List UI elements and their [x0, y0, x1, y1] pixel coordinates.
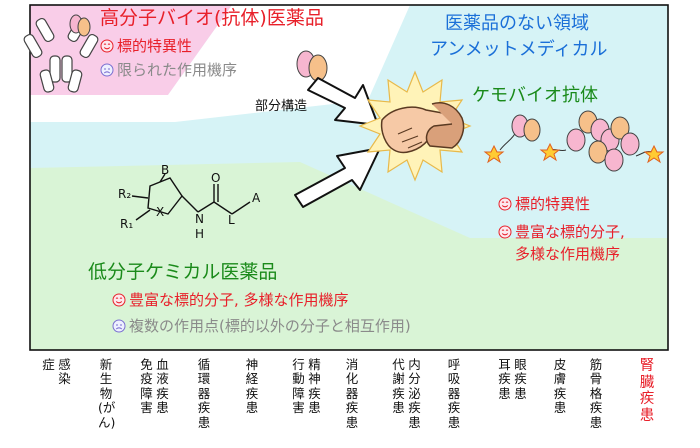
antibody-icon: [23, 17, 99, 93]
chemobio-title: ケモバイオ抗体: [472, 85, 598, 106]
chemobio-pro1-label: 標的特異性: [515, 195, 591, 213]
small-con-label: 複数の作用点(標的以外の分子と相互作用): [129, 317, 411, 335]
partial-structure-label: 部分構造: [255, 99, 308, 114]
atom-label-l: L: [228, 213, 235, 227]
disease-label: 皮膚疾患: [553, 357, 567, 416]
disease-label: 精神疾患行動障害: [292, 357, 321, 416]
atom-label-o: O: [211, 171, 221, 185]
disease-label: 消化器疾患: [345, 357, 359, 430]
atom-label-r2: R₂: [118, 187, 132, 201]
small-pro: 豊富な標的分子, 多様な作用機序: [112, 291, 349, 309]
bio-title: 高分子バイオ(抗体)医薬品: [100, 7, 324, 29]
smile-face-icon: [112, 293, 126, 307]
chemobio-pro2-line2: 多様な作用機序: [515, 245, 621, 263]
disease-label: 神経疾患: [245, 357, 259, 416]
star-icon: [643, 144, 665, 164]
bio-con: 限られた作用機序: [100, 61, 238, 79]
disease-label-highlight: 腎臓疾患: [639, 358, 655, 424]
bio-con-label: 限られた作用機序: [117, 61, 238, 79]
handshake-icon: [358, 70, 472, 182]
disease-label: 循環器疾患: [197, 357, 211, 430]
antibody-fragment-icon: [296, 50, 328, 82]
atom-label-b: B: [161, 163, 170, 177]
diagram-frame: [29, 4, 669, 351]
smile-face-icon: [498, 197, 512, 211]
atom-label-n: N: [195, 212, 204, 226]
disease-label: 感染症: [42, 357, 71, 387]
small-title: 低分子ケミカル医薬品: [88, 261, 278, 283]
small-pro-label: 豊富な標的分子, 多様な作用機序: [129, 291, 349, 309]
sad-face-icon: [100, 63, 114, 77]
disease-label: 血液疾患免疫障害: [140, 357, 169, 416]
sad-face-icon: [112, 319, 126, 333]
molecule-structure: [131, 173, 251, 221]
atom-label-a: A: [252, 191, 261, 205]
atom-label-r1: R₁: [120, 217, 134, 231]
disease-label: 内分泌疾患代謝疾患: [392, 357, 421, 430]
small-con: 複数の作用点(標的以外の分子と相互作用): [112, 317, 411, 335]
star-icon: [483, 144, 505, 164]
chemobio-pro2: 豊富な標的分子,: [498, 223, 625, 241]
arrow-icon: [294, 147, 381, 208]
chemobio-antibody-icon: [499, 114, 541, 151]
star-icon: [539, 142, 561, 162]
arrow-icon: [307, 77, 379, 126]
disease-label: 新生物(がん): [98, 357, 116, 430]
bio-pro: 標的特異性: [100, 37, 193, 55]
atom-label-x: X: [156, 205, 165, 219]
chemobio-pro1: 標的特異性: [498, 195, 591, 213]
unmet-line1: 医薬品のない領域: [445, 13, 589, 34]
bio-pro-label: 標的特異性: [117, 37, 193, 55]
disease-label: 呼吸器疾患: [447, 357, 461, 430]
chemobio-pro2-label: 豊富な標的分子,: [515, 223, 625, 241]
unmet-line2: アンメットメディカル: [430, 39, 608, 60]
smile-face-icon: [100, 39, 114, 53]
green-region: [30, 162, 668, 350]
disease-label: 筋骨格疾患: [589, 357, 603, 430]
chemobio-antibody-complex-icon: [549, 110, 653, 172]
antibody-tip-icon: [69, 14, 91, 37]
smile-face-icon: [498, 225, 512, 239]
disease-label: 眼疾患耳疾患: [498, 357, 527, 401]
atom-label-h: H: [195, 227, 205, 241]
